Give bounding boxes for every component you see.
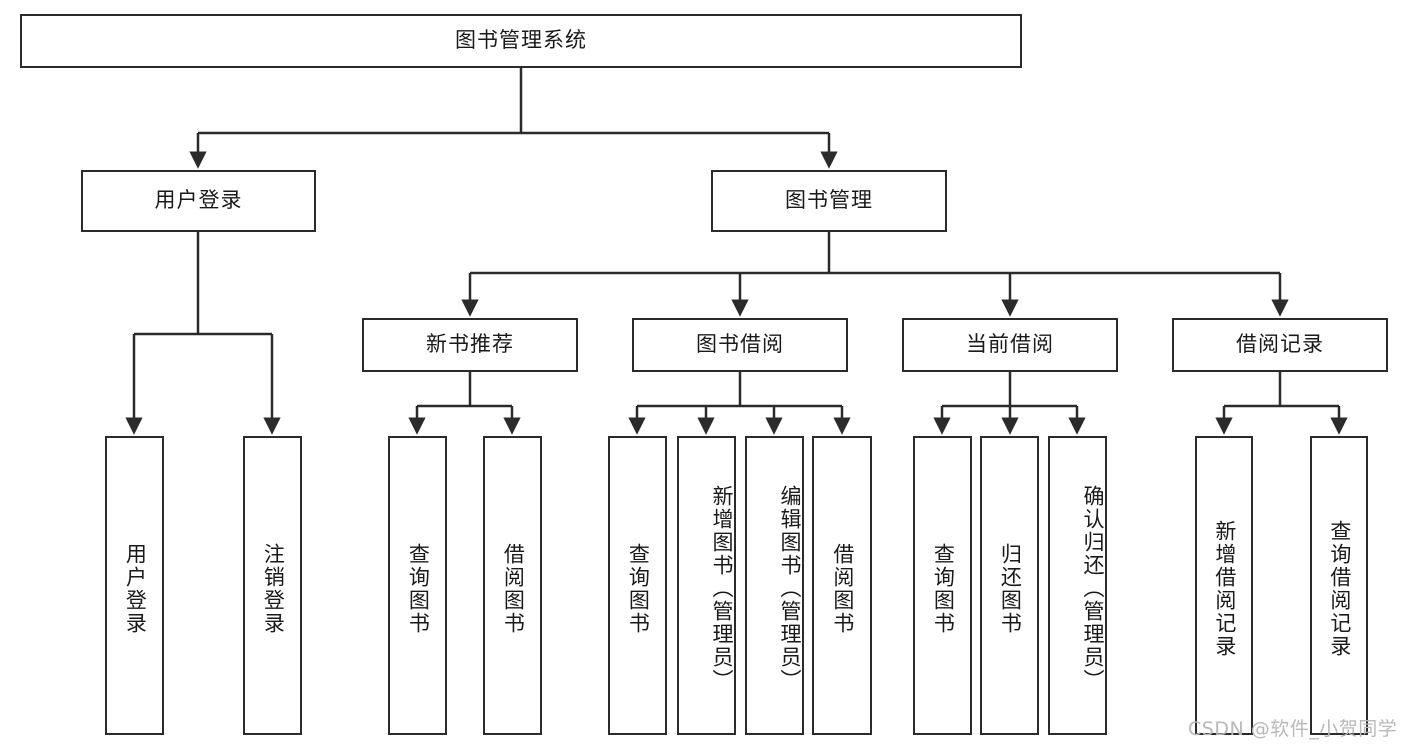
node-leaf-edit-book[interactable]: 编辑图书（管理员） (745, 436, 804, 735)
node-leaf-confirm-return[interactable]: 确认归还（管理员） (1048, 436, 1107, 735)
node-book-borrow-label: 图书借阅 (696, 332, 784, 357)
node-leaf-add-book[interactable]: 新增图书（管理员） (677, 436, 736, 735)
node-leaf-query-book-2[interactable]: 查询图书 (608, 436, 667, 735)
node-user-login[interactable]: 用户登录 (81, 170, 316, 232)
node-leaf-query-record[interactable]: 查询借阅记录 (1310, 436, 1368, 735)
node-book-management-label: 图书管理 (785, 188, 873, 213)
node-leaf-edit-book-label: 编辑图书（管理员） (778, 485, 802, 692)
node-leaf-confirm-return-label: 确认归还（管理员） (1081, 485, 1105, 692)
node-leaf-query-book-3[interactable]: 查询图书 (913, 436, 972, 735)
node-root[interactable]: 图书管理系统 (20, 14, 1022, 68)
node-new-book-recommend-label: 新书推荐 (426, 332, 514, 357)
node-leaf-add-record-label: 新增借阅记录 (1212, 519, 1237, 658)
node-current-borrow-label: 当前借阅 (966, 332, 1054, 357)
node-leaf-borrow-book-2-label: 借阅图书 (830, 542, 855, 635)
node-leaf-query-book-3-label: 查询图书 (931, 542, 956, 635)
node-leaf-borrow-book-1[interactable]: 借阅图书 (483, 436, 542, 735)
node-leaf-query-record-label: 查询借阅记录 (1327, 519, 1352, 658)
node-leaf-logout[interactable]: 注销登录 (243, 436, 302, 735)
node-leaf-add-book-label: 新增图书（管理员） (710, 485, 734, 692)
node-leaf-borrow-book-1-label: 借阅图书 (501, 542, 526, 635)
watermark-text: CSDN @软件_小贺同学 (1188, 718, 1398, 740)
node-leaf-add-record[interactable]: 新增借阅记录 (1195, 436, 1253, 735)
node-leaf-query-book-1-label: 查询图书 (406, 542, 431, 635)
node-leaf-return-book[interactable]: 归还图书 (980, 436, 1039, 735)
node-leaf-borrow-book-2[interactable]: 借阅图书 (812, 436, 872, 735)
node-root-label: 图书管理系统 (455, 28, 587, 53)
node-leaf-query-book-2-label: 查询图书 (626, 542, 651, 635)
node-borrow-record[interactable]: 借阅记录 (1172, 318, 1388, 372)
node-leaf-user-login-label: 用户登录 (123, 542, 148, 635)
node-user-login-label: 用户登录 (154, 188, 243, 213)
node-leaf-return-book-label: 归还图书 (998, 542, 1023, 635)
node-leaf-query-book-1[interactable]: 查询图书 (388, 436, 447, 735)
node-book-management[interactable]: 图书管理 (711, 170, 947, 232)
node-book-borrow[interactable]: 图书借阅 (632, 318, 848, 372)
node-leaf-user-login[interactable]: 用户登录 (105, 436, 164, 735)
node-leaf-logout-label: 注销登录 (261, 542, 286, 635)
node-new-book-recommend[interactable]: 新书推荐 (362, 318, 578, 372)
node-borrow-record-label: 借阅记录 (1236, 332, 1324, 357)
node-current-borrow[interactable]: 当前借阅 (902, 318, 1118, 372)
